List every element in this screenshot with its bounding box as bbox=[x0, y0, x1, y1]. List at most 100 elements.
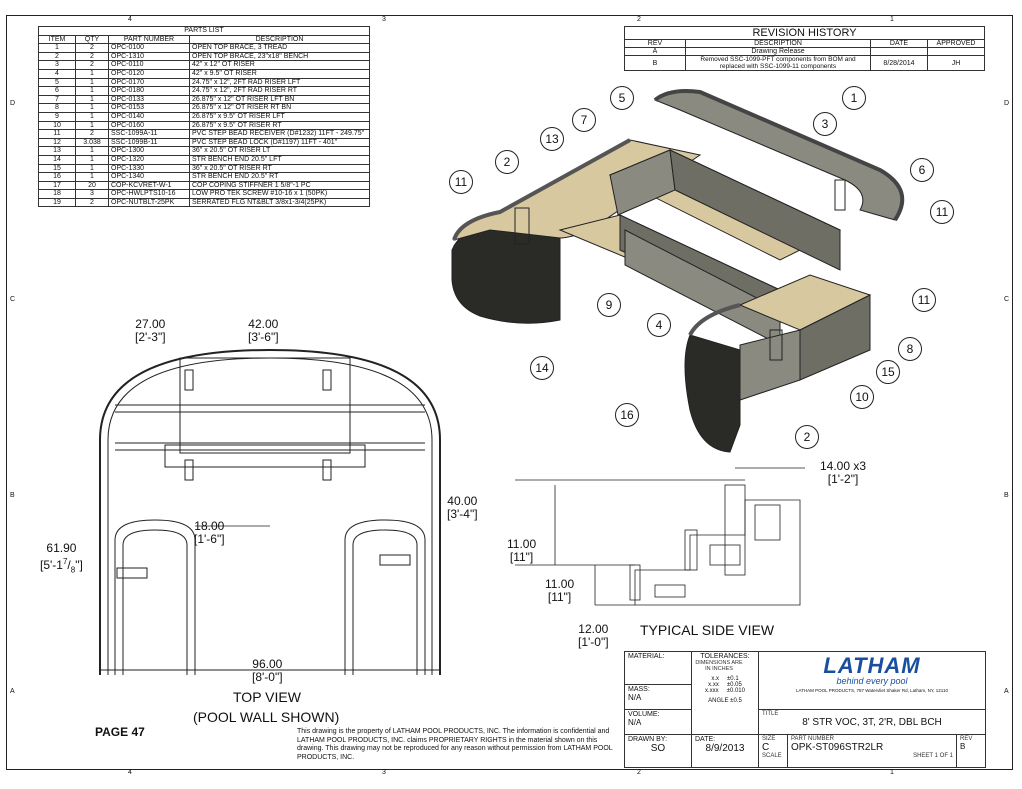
revision-history-table: REVISION HISTORY REV DESCRIPTION DATE AP… bbox=[624, 26, 985, 71]
parts-list-cell: 8 bbox=[38, 103, 76, 113]
parts-list-cell: 18 bbox=[38, 189, 76, 199]
parts-list-cell: 2 bbox=[38, 51, 76, 62]
drawn-by-cell: DRAWN BY:SO bbox=[624, 733, 692, 769]
date-cell: DATE:8/9/2013 bbox=[691, 733, 759, 769]
dim-42: 42.00[3'-6"] bbox=[248, 317, 279, 344]
item-balloon: 14 bbox=[530, 356, 554, 380]
item-balloon: 11 bbox=[930, 200, 954, 224]
item-balloon: 4 bbox=[647, 313, 671, 337]
top-view-drawing bbox=[99, 348, 441, 675]
item-balloon: 9 bbox=[597, 293, 621, 317]
item-balloon: 6 bbox=[910, 158, 934, 182]
parts-list-title: PARTS LIST bbox=[38, 26, 370, 36]
parts-list-cell: 2 bbox=[75, 129, 109, 139]
material-cell: MATERIAL: bbox=[624, 650, 692, 686]
parts-list-cell: PVC STEP BEAD RECEIVER (D#1232) 11FT - 2… bbox=[189, 129, 370, 139]
parts-list-cell: 42" x 9.5" OT RISER bbox=[189, 68, 370, 79]
tolerance-row: x.xxx±0.010 bbox=[705, 688, 745, 694]
parts-list-cell: OPC-HWLPTS10-16 bbox=[108, 189, 190, 199]
drawing-border bbox=[6, 15, 1013, 770]
parts-list-cell: 26.875" x 9.5" OT RISER RT bbox=[189, 120, 370, 131]
rev-cell: A bbox=[624, 47, 686, 56]
parts-list-cell: 14 bbox=[38, 154, 76, 165]
title-block: MATERIAL: TOLERANCES: DIMENSIONS ARE IN … bbox=[624, 650, 986, 769]
parts-list-cell: OPC-0110 bbox=[108, 60, 190, 70]
header-qty: QTY bbox=[75, 34, 109, 45]
logo-cell: LATHAM behind every pool LATHAM POOL PRO… bbox=[758, 651, 986, 710]
parts-list-cell: 1 bbox=[75, 163, 109, 174]
parts-list-cell: 4 bbox=[38, 68, 76, 79]
zone-left-d: D bbox=[10, 100, 16, 107]
top-view-title: TOP VIEW bbox=[233, 689, 301, 705]
dim-61-90: 61.90 [5'-17/8"] bbox=[40, 541, 83, 575]
zone-top-2: 2 bbox=[637, 16, 641, 23]
dim-40: 40.00[3'-4"] bbox=[447, 494, 478, 521]
side-view-title: TYPICAL SIDE VIEW bbox=[640, 622, 775, 638]
parts-list-cell: 10 bbox=[38, 120, 76, 131]
header-item: ITEM bbox=[38, 34, 76, 45]
item-balloon: 5 bbox=[610, 86, 634, 110]
parts-list-cell: 20 bbox=[75, 180, 109, 191]
parts-list-cell: OPC-0153 bbox=[108, 103, 190, 113]
page-label: PAGE 47 bbox=[95, 725, 145, 739]
parts-list-cell: 5 bbox=[38, 77, 76, 88]
parts-list-cell: SERRATED FLG NT&BLT 3/8x1-3/4(25PK) bbox=[189, 197, 370, 208]
parts-list-cell: 6 bbox=[38, 86, 76, 96]
parts-list-cell: 19 bbox=[38, 197, 76, 208]
item-balloon: 13 bbox=[540, 127, 564, 151]
zone-bottom-3: 3 bbox=[382, 769, 386, 776]
parts-list-cell: OPC-0133 bbox=[108, 94, 190, 105]
zone-left-a: A bbox=[10, 688, 15, 695]
rev-header-approved: APPROVED bbox=[927, 39, 985, 48]
parts-list-cell: 11 bbox=[38, 129, 76, 139]
tolerance-row: x.xx±0.05 bbox=[708, 682, 742, 688]
rev-cell: JH bbox=[927, 55, 985, 71]
zone-bottom-4: 4 bbox=[128, 769, 132, 776]
item-balloon: 11 bbox=[912, 288, 936, 312]
parts-list-cell: 1 bbox=[75, 111, 109, 122]
isometric-view bbox=[451, 89, 905, 453]
zone-right-c: C bbox=[1004, 296, 1010, 303]
parts-list-cell: STR BENCH END 20.5" LFT bbox=[189, 154, 370, 165]
header-description: DESCRIPTION bbox=[189, 34, 370, 45]
parts-list-cell: OPC-1310 bbox=[108, 51, 190, 62]
latham-address: LATHAM POOL PRODUCTS, 787 Watervliet Sha… bbox=[796, 688, 948, 693]
item-balloon: 15 bbox=[876, 360, 900, 384]
parts-list-cell: 24.75" x 12", 2FT RAD RISER RT bbox=[189, 86, 370, 96]
zone-left-b: B bbox=[10, 492, 15, 499]
zone-right-d: D bbox=[1004, 100, 1010, 107]
mass-cell: MASS:N/A bbox=[624, 684, 692, 710]
parts-list-cell: OPC-1300 bbox=[108, 146, 190, 156]
parts-list-header: ITEM QTY PART NUMBER DESCRIPTION bbox=[38, 34, 370, 45]
parts-list-cell: 1 bbox=[75, 146, 109, 156]
revision-history-title: REVISION HISTORY bbox=[624, 26, 985, 40]
rev-header-date: DATE bbox=[870, 39, 928, 48]
parts-list-cell: PVC STEP BEAD LOCK (D#1197) 11FT - 401" bbox=[189, 137, 370, 148]
tolerances-cell: TOLERANCES: DIMENSIONS ARE IN INCHES x.x… bbox=[691, 651, 759, 735]
parts-list-cell: 36" x 20.5" OT RISER RT bbox=[189, 163, 370, 174]
parts-list-cell: SSC-1099A-11 bbox=[108, 129, 190, 139]
item-balloon: 7 bbox=[572, 108, 596, 132]
tolerance-row: x.x±0.1 bbox=[711, 676, 739, 682]
parts-list-cell: 9 bbox=[38, 111, 76, 122]
dim-18: 18.00[1'-6"] bbox=[194, 519, 225, 546]
parts-list-cell: 1 bbox=[38, 43, 76, 53]
side-dim-12: 12.00[1'-0"] bbox=[578, 622, 609, 649]
item-balloon: 16 bbox=[615, 403, 639, 427]
parts-list-cell: 26.875" x 9.5" OT RISER LFT bbox=[189, 111, 370, 122]
parts-list-cell: 3 bbox=[75, 189, 109, 199]
